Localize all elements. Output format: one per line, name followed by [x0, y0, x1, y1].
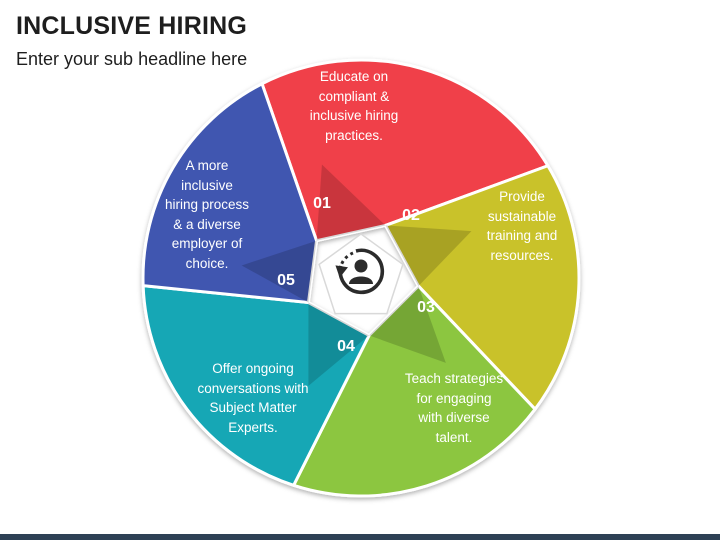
segment-5-text: A more inclusive hiring process & a dive… — [164, 158, 250, 271]
segment-3-overlap — [369, 286, 446, 363]
segment-4-sector — [141, 284, 371, 487]
footer-bar — [0, 534, 720, 540]
segment-5-sector — [141, 82, 319, 305]
step-number-05: 05 — [277, 272, 295, 289]
segment-1-text: Educate on compliant & inclusive hiring … — [309, 69, 399, 143]
center-pentagon — [318, 233, 404, 315]
segment-1-overlap — [316, 164, 386, 241]
page-title: INCLUSIVE HIRING — [16, 12, 247, 40]
person-cycle-icon — [335, 248, 385, 295]
segment-4-text: Offer ongoing conversations with Subject… — [197, 361, 309, 435]
segment-1-sector — [260, 58, 550, 243]
segment-4-overlap — [308, 302, 370, 386]
segment-2-overlap — [385, 225, 472, 287]
segment-2-text: Provide sustainable training and resourc… — [486, 189, 558, 263]
step-number-02: 02 — [402, 207, 420, 224]
segment-3-sector — [292, 284, 537, 498]
segment-5-overlap — [241, 240, 317, 303]
step-number-01: 01 — [313, 195, 331, 212]
step-number-04: 04 — [337, 338, 355, 355]
segment-3-text: Teach strategies for engaging with diver… — [404, 371, 504, 445]
segment-2-sector — [384, 164, 581, 411]
step-number-03: 03 — [417, 299, 435, 316]
page-subtitle: Enter your sub headline here — [16, 49, 248, 69]
